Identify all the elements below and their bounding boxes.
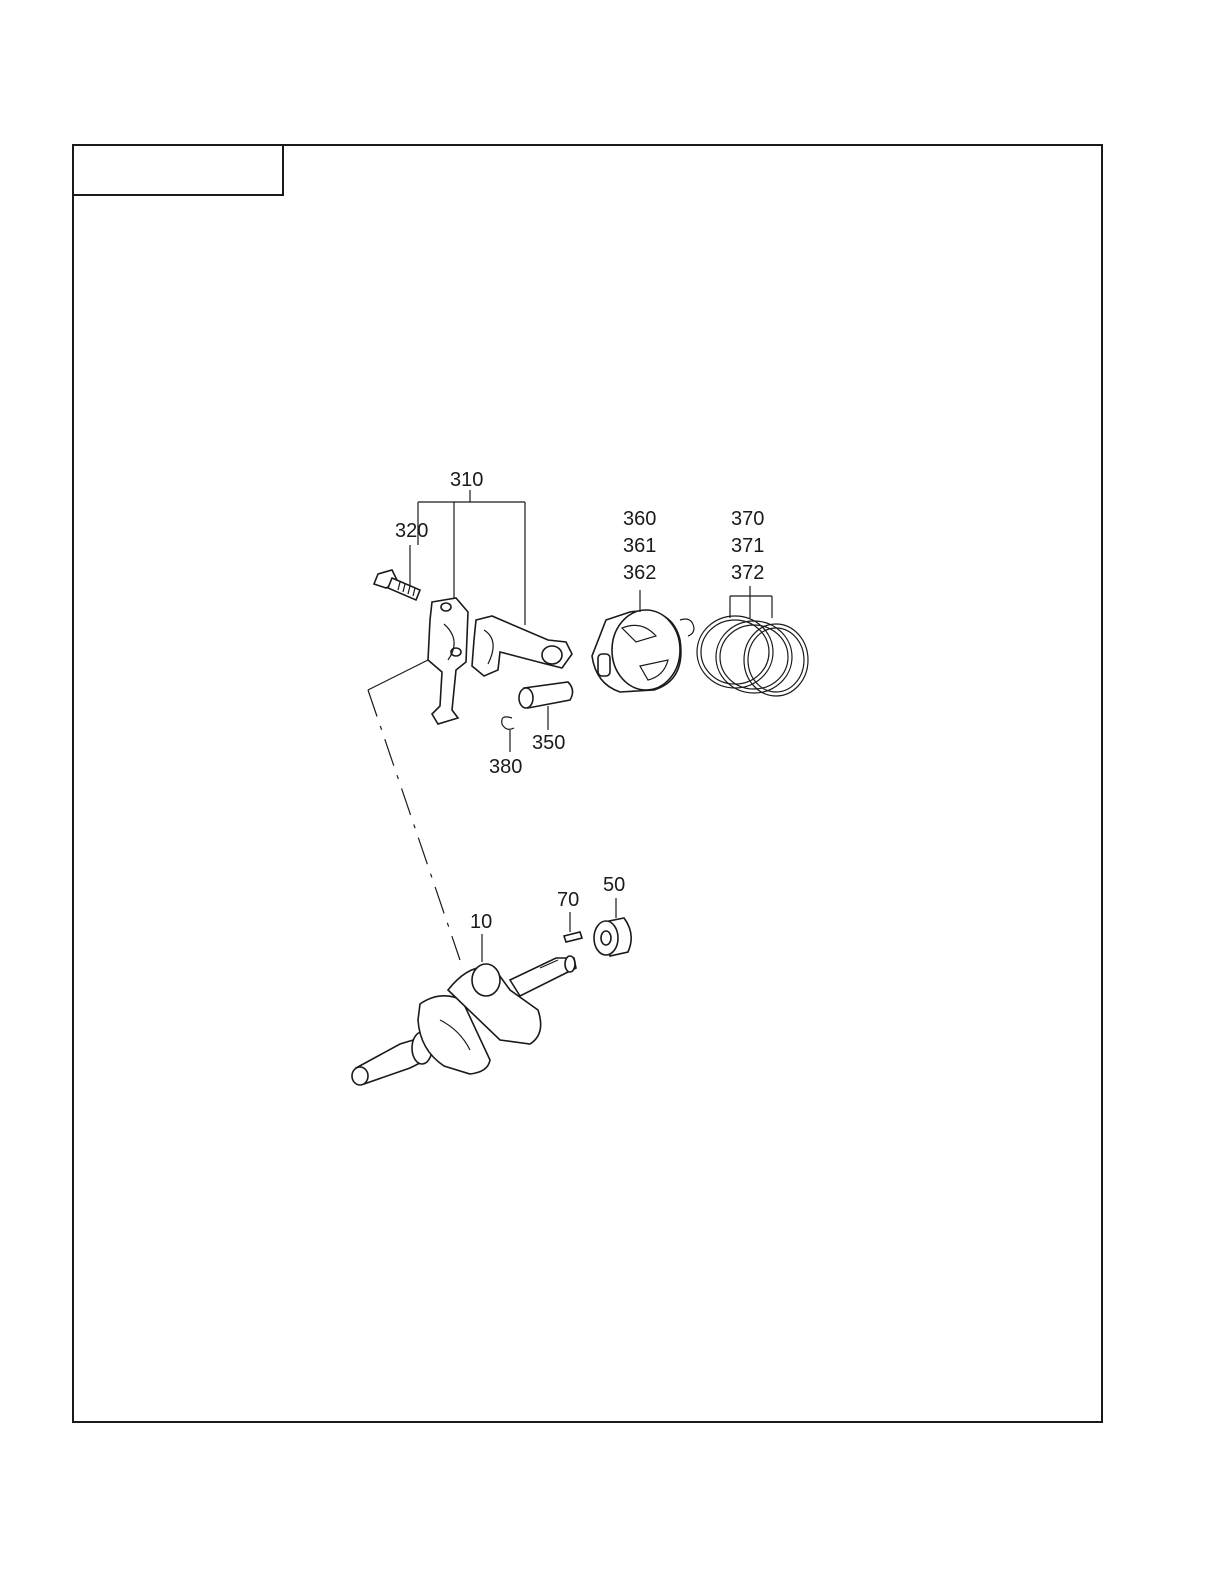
callout-50: 50: [603, 874, 625, 896]
alignment-line: [368, 690, 460, 960]
bolt-part: [374, 570, 420, 600]
piston-rings-part: [697, 616, 808, 696]
callout-371: 371: [731, 535, 764, 557]
piston-pin-part: [519, 682, 573, 730]
callout-10: 10: [470, 911, 492, 933]
rod-alignment-leader: [368, 660, 428, 690]
callout-320: 320: [395, 520, 428, 542]
circlip-part: [502, 717, 514, 752]
piston-part: [592, 590, 681, 692]
collar-part: [594, 898, 631, 956]
rod-cap-part: [428, 598, 468, 724]
callout-362: 362: [623, 562, 656, 584]
crankshaft-part: [352, 934, 576, 1085]
callout-361: 361: [623, 535, 656, 557]
callout-310: 310: [450, 469, 483, 491]
callout-360: 360: [623, 508, 656, 530]
connecting-rod-part: [472, 616, 572, 676]
callout-70: 70: [557, 889, 579, 911]
callout-380: 380: [489, 756, 522, 778]
bracket-370: [730, 586, 772, 618]
key-part: [564, 912, 582, 942]
callout-372: 372: [731, 562, 764, 584]
callout-370: 370: [731, 508, 764, 530]
callout-350: 350: [532, 732, 565, 754]
piston-circlip-part: [680, 619, 694, 636]
